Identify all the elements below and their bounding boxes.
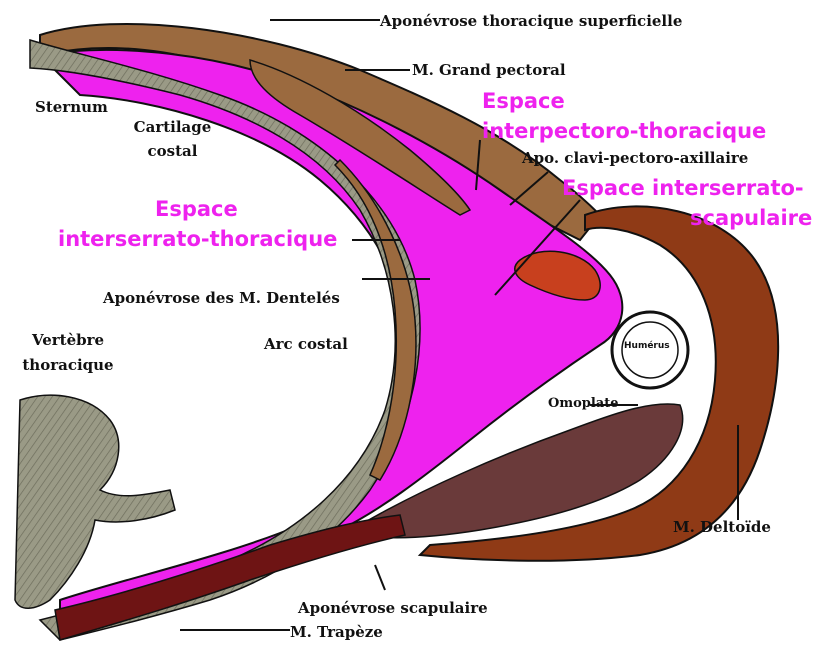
label-aponevrose-dentele: Aponévrose des M. Dentelés [103,289,340,307]
label-vertebre-2: thoracique [8,356,128,374]
label-espace-interserrato-thor-2: interserrato-thoracique [58,226,337,252]
label-deltoide: M. Deltoïde [673,518,771,536]
label-grand-pectoral: M. Grand pectoral [412,61,566,79]
label-cartilage-costal-1: Cartilage [125,118,220,136]
label-aponevrose-thoracique-superficielle: Aponévrose thoracique superficielle [380,12,682,30]
label-vertebre-1: Vertèbre [8,331,128,349]
label-espace-interserrato-thor-1: Espace [155,196,238,222]
label-omoplate: Omoplate [548,395,618,413]
label-trapeze: M. Trapèze [290,623,383,641]
label-aponevrose-scapulaire: Aponévrose scapulaire [298,599,488,617]
label-espace-interserrato-scap-2: scapulaire [690,205,812,231]
label-espace-interserrato-scap-1: Espace interserrato- [562,175,804,201]
label-humerus: Humérus [624,341,670,351]
label-cartilage-costal-2: costal [125,142,220,160]
label-espace-interpectoro-2: interpectoro-thoracique [482,118,766,144]
trapezius-muscle [55,515,405,640]
label-apo-clavi-pectoro-axillaire: Apo. clavi-pectoro-axillaire [522,149,748,167]
label-arc-costal: Arc costal [264,335,348,353]
label-sternum: Sternum [35,98,108,116]
label-espace-interpectoro-1: Espace [482,88,565,114]
